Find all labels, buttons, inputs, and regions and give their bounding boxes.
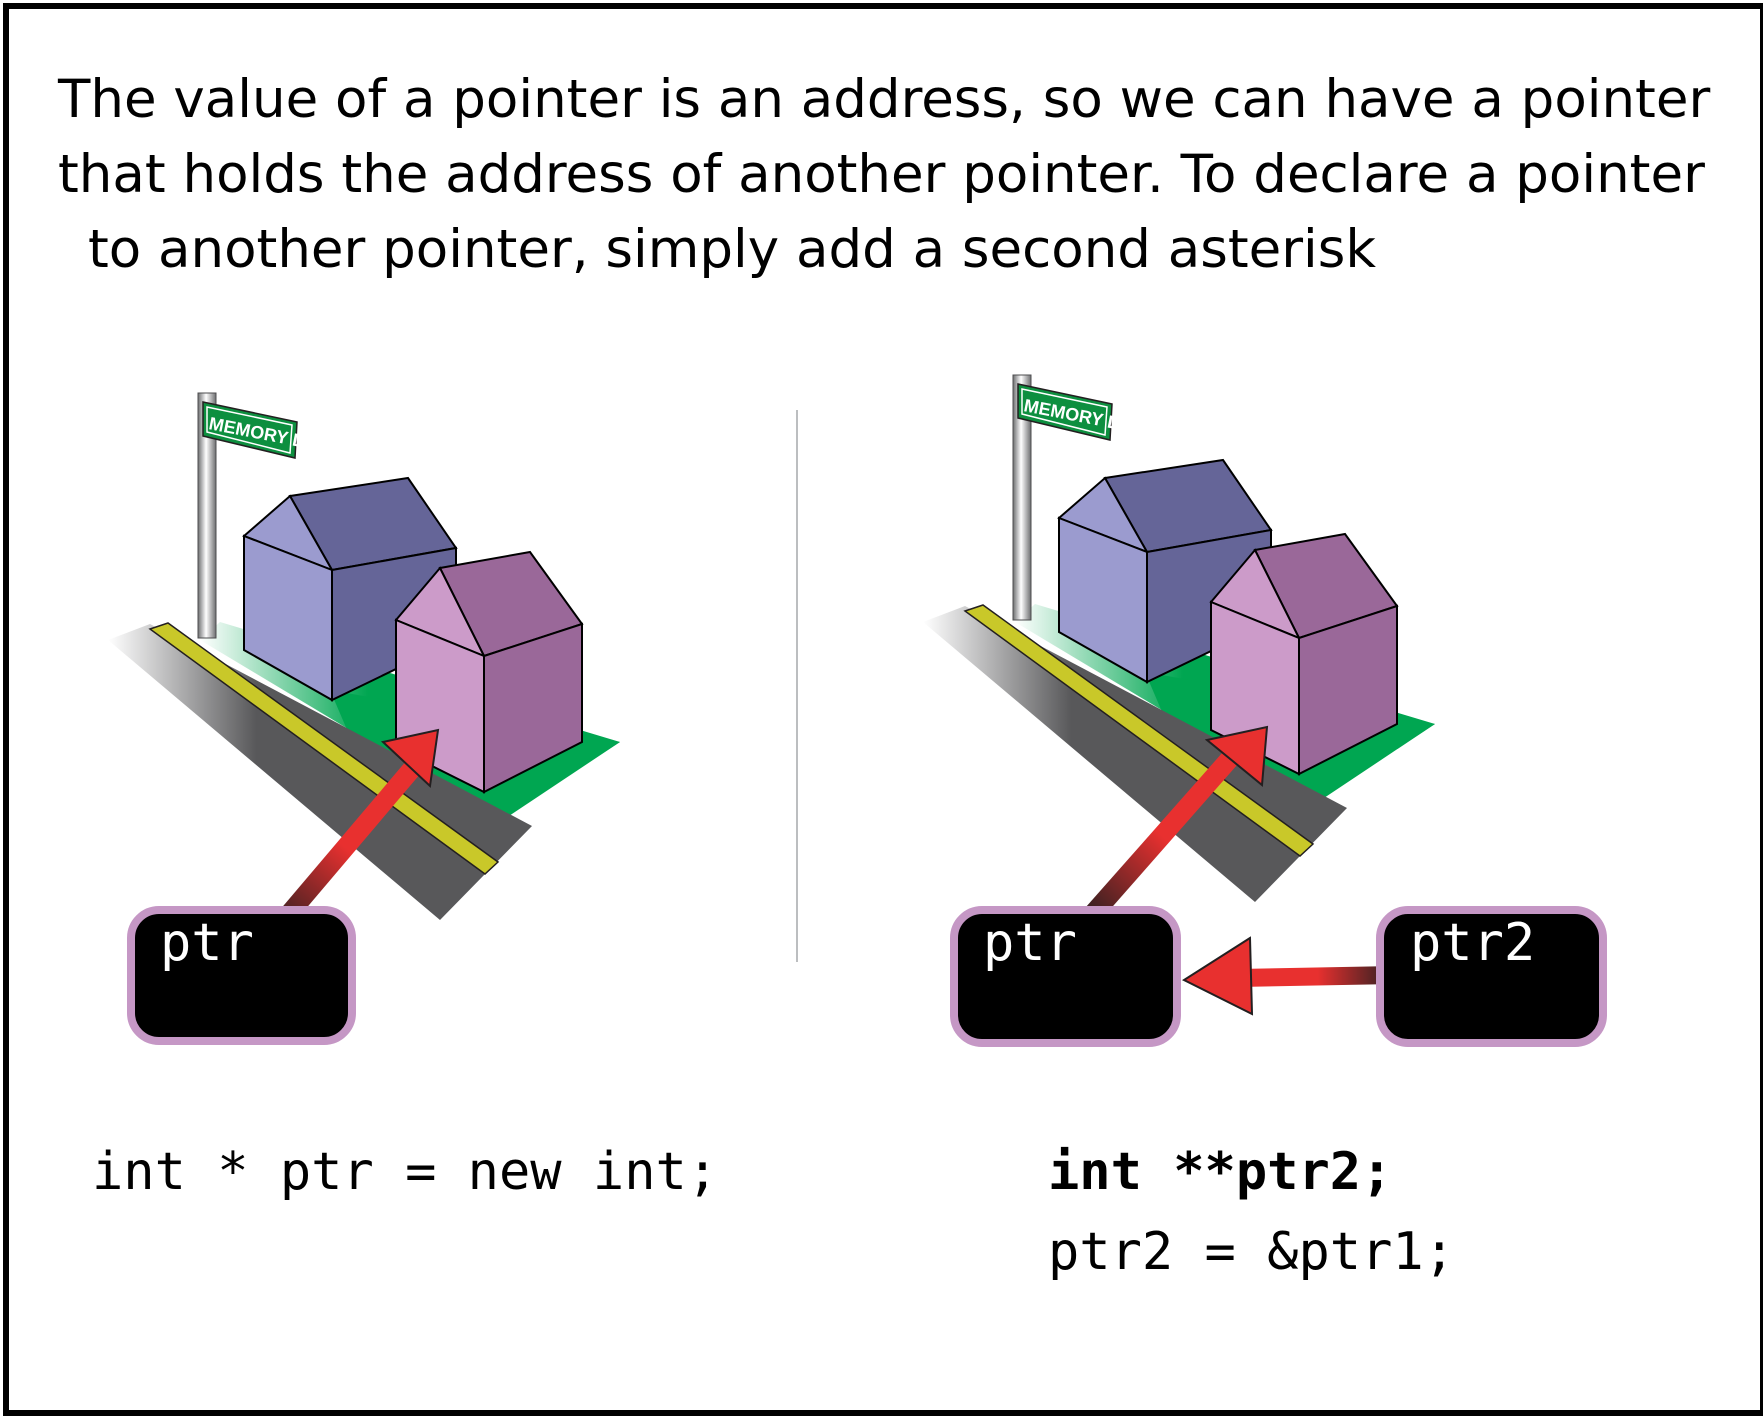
left-ptr-box (127, 906, 356, 1045)
intro-text: The value of a pointer is an address, so… (58, 62, 1711, 287)
right-code-line-2: ptr2 = &ptr1; (1048, 1222, 1455, 1282)
left-ptr-label: ptr (160, 913, 254, 973)
left-street-scene (107, 392, 621, 921)
right-ptr-label: ptr (983, 913, 1077, 973)
intro-line-1: The value of a pointer is an address, so… (58, 69, 1711, 130)
ptr2-to-ptr-arrow (1181, 936, 1395, 1016)
right-ptr-box (950, 906, 1181, 1047)
right-code-line-1: int **ptr2; (1048, 1142, 1393, 1202)
ptr2-box (1376, 906, 1607, 1047)
ptr2-label: ptr2 (1410, 913, 1535, 973)
right-pointer-arrow (1078, 725, 1269, 930)
intro-line-3: to another pointer, simply add a second … (88, 219, 1377, 280)
intro-line-2: that holds the address of another pointe… (58, 144, 1705, 205)
left-code-line: int * ptr = new int; (92, 1142, 719, 1202)
left-pointer-arrow (262, 728, 440, 944)
